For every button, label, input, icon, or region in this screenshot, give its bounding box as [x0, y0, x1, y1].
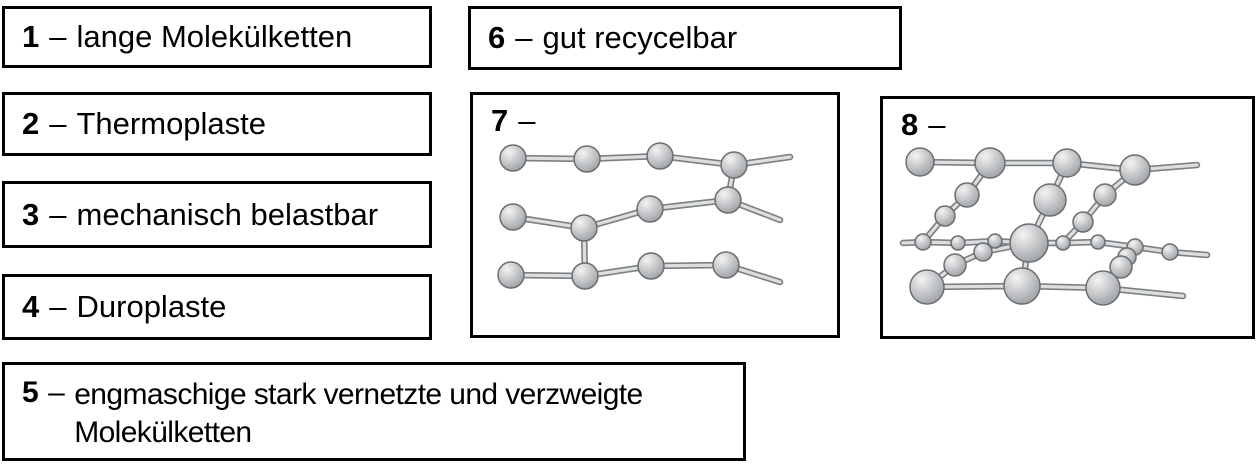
label-box-1: 1–lange Molekülketten	[2, 6, 432, 68]
label-number: 3	[22, 196, 40, 232]
dash-separator: –	[518, 103, 536, 138]
figure-box-8: 8–	[880, 96, 1255, 339]
dash-separator: –	[49, 19, 67, 55]
label-box-6: 6–gut recycelbar	[468, 6, 902, 70]
figure-8-label: 8–	[901, 107, 956, 143]
label-box-2: 2–Thermoplaste	[2, 92, 432, 156]
figure-7-label: 7–	[491, 103, 546, 139]
linear-molecule-chains-diagram	[497, 142, 794, 290]
figure-box-7: 7–	[470, 92, 840, 338]
dash-separator: –	[49, 196, 67, 232]
label-text: mechanisch belastbar	[76, 196, 379, 232]
dash-separator: –	[49, 106, 67, 142]
label-text: Thermoplaste	[76, 106, 267, 142]
label-text: Duroplaste	[76, 289, 227, 325]
label-box-3: 3–mechanisch belastbar	[2, 181, 432, 248]
label-text: gut recycelbar	[542, 20, 738, 56]
figure-number: 7	[491, 103, 509, 138]
dash-separator: –	[48, 376, 65, 409]
label-number: 2	[22, 106, 40, 142]
label-text: engmaschige stark vernetzte und verzweig…	[74, 376, 643, 452]
figure-number: 8	[901, 107, 919, 142]
label-number: 6	[488, 20, 506, 56]
crosslinked-molecule-network-diagram	[899, 147, 1211, 306]
label-number: 1	[22, 19, 40, 55]
label-box-4: 4–Duroplaste	[2, 274, 432, 340]
dash-separator: –	[515, 20, 533, 56]
label-text: lange Molekülketten	[76, 19, 353, 55]
dash-separator: –	[49, 289, 67, 325]
label-text-line-1: engmaschige stark vernetzte und verzweig…	[74, 378, 643, 411]
label-box-5: 5–engmaschige stark vernetzte und verzwe…	[2, 362, 746, 461]
label-text-line-2: Molekülketten	[74, 416, 252, 449]
label-number: 4	[22, 289, 40, 325]
dash-separator: –	[928, 107, 946, 142]
label-number: 5	[22, 376, 39, 409]
